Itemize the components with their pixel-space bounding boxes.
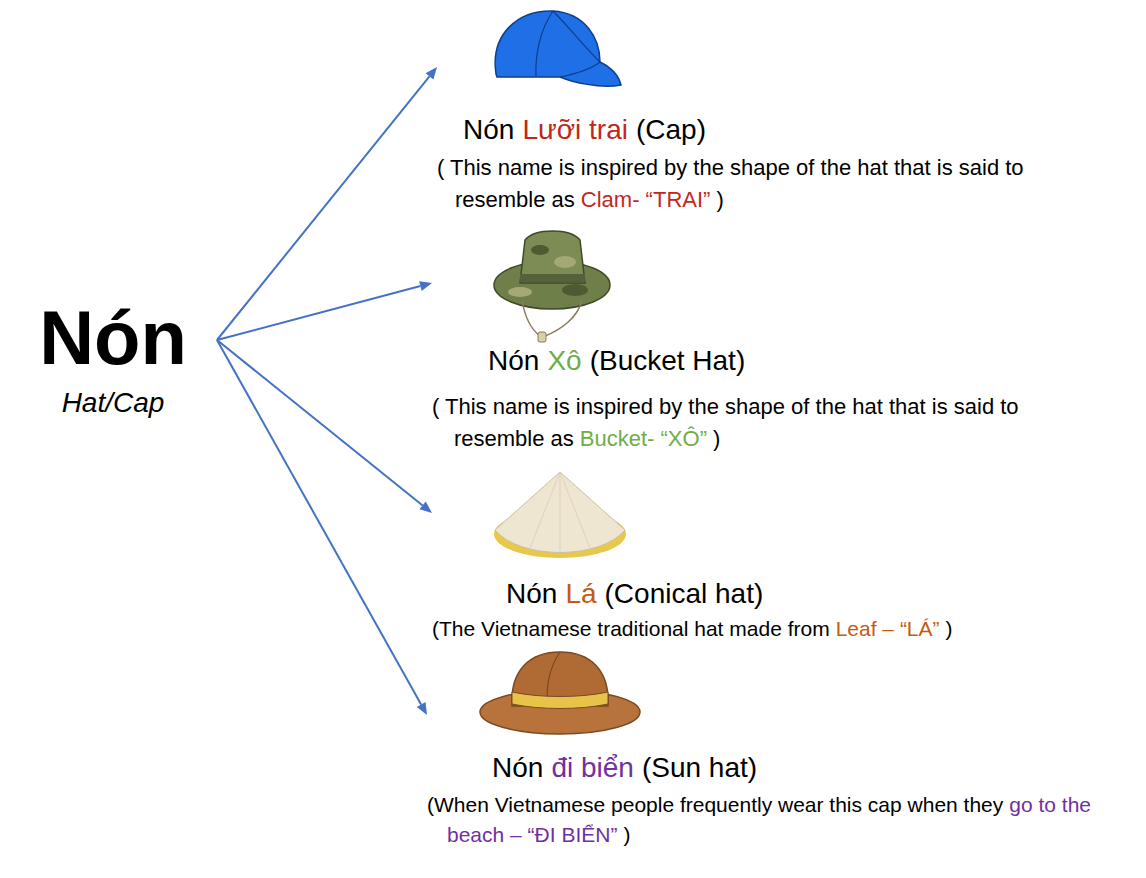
hat-explanation: ( This name is inspired by the shape of … bbox=[432, 391, 1082, 455]
cap-seam bbox=[536, 11, 553, 76]
connector-arrow bbox=[217, 340, 432, 513]
connector-line bbox=[217, 286, 420, 340]
camo-spot bbox=[531, 245, 549, 255]
english-name: (Cap) bbox=[636, 114, 706, 145]
term-translation: Hat/Cap bbox=[28, 386, 198, 420]
chin-string bbox=[522, 300, 582, 336]
explanation-text: (When Vietnamese people frequently wear … bbox=[427, 793, 1003, 816]
hat-entry: Nón Lưỡi trai (Cap) ( This name is inspired… bbox=[437, 40, 1087, 216]
arrow-head bbox=[417, 702, 427, 715]
hat-word: Nón bbox=[463, 114, 514, 145]
hat-title-line: Nón Lá (Conical hat) bbox=[432, 576, 1146, 612]
meaning-highlight: Bucket- “XÔ” bbox=[580, 426, 707, 451]
hat-title-line: Nón đi biển (Sun hat) bbox=[427, 750, 1127, 786]
hat-title-line: Nón Lưỡi trai (Cap) bbox=[437, 112, 1087, 148]
bucket-crown bbox=[520, 231, 585, 283]
cap-seam bbox=[553, 11, 600, 62]
vietnamese-keyword: Lưỡi trai bbox=[522, 114, 628, 145]
camo-spot bbox=[554, 256, 576, 268]
hat-entry: Nón Xô (Bucket Hat) ( This name is inspired… bbox=[432, 255, 1092, 455]
explanation-text: ) bbox=[946, 617, 953, 640]
explanation-text: ) bbox=[623, 823, 630, 846]
sun-hat-brim bbox=[480, 690, 640, 734]
arrow-head bbox=[426, 67, 437, 79]
explanation-text: ) bbox=[713, 426, 720, 451]
explanation-text: (The Vietnamese traditional hat made fro… bbox=[432, 617, 830, 640]
english-name: (Conical hat) bbox=[605, 578, 764, 609]
vietnamese-keyword: Lá bbox=[565, 578, 596, 609]
vietnamese-keyword: Xô bbox=[547, 345, 581, 376]
conical-body bbox=[495, 472, 625, 553]
hat-word: Nón bbox=[488, 345, 539, 376]
sun-hat-band bbox=[512, 692, 608, 709]
cap-bill-edge bbox=[560, 62, 600, 77]
hat-explanation: (When Vietnamese people frequently wear … bbox=[427, 790, 1122, 850]
string-toggle bbox=[538, 332, 546, 342]
camo-spot bbox=[508, 287, 532, 297]
cap-crown bbox=[495, 11, 621, 86]
term-word: Nón bbox=[28, 296, 198, 380]
cap-illustration bbox=[495, 11, 621, 86]
conical-ribs bbox=[530, 472, 590, 552]
hat-entry: Nón Lá (Conical hat) (The Vietnamese tradit… bbox=[432, 490, 1146, 644]
explanation-text: ( This name is inspired by the shape of … bbox=[437, 155, 1024, 212]
hat-entry: Nón đi biển (Sun hat) (When Vietnamese peop… bbox=[427, 690, 1127, 850]
explanation-text: ) bbox=[716, 187, 723, 212]
hat-word: Nón bbox=[506, 578, 557, 609]
arrow-head bbox=[419, 281, 432, 291]
bucket-band bbox=[520, 274, 585, 282]
hat-word: Nón bbox=[492, 752, 543, 783]
hat-title-line: Nón Xô (Bucket Hat) bbox=[432, 343, 1092, 379]
meaning-highlight: Clam- “TRAI” bbox=[581, 187, 711, 212]
connector-arrow bbox=[217, 340, 427, 715]
english-name: (Sun hat) bbox=[642, 752, 757, 783]
connector-line bbox=[217, 340, 423, 505]
explanation-text: ( This name is inspired by the shape of … bbox=[432, 394, 1019, 451]
meaning-highlight: Leaf – “LÁ” bbox=[836, 617, 940, 640]
root-term: NónHat/Cap bbox=[28, 296, 217, 420]
conical-hat-illustration bbox=[494, 472, 626, 558]
connector-arrow bbox=[217, 281, 432, 340]
hat-explanation: (The Vietnamese traditional hat made fro… bbox=[432, 614, 1146, 644]
sun-hat-illustration bbox=[480, 652, 640, 734]
bucket-hat-illustration bbox=[494, 231, 610, 342]
camo-spot bbox=[562, 284, 588, 296]
hat-explanation: ( This name is inspired by the shape of … bbox=[437, 152, 1082, 216]
connector-arrow bbox=[217, 67, 437, 340]
english-name: (Bucket Hat) bbox=[590, 345, 746, 376]
vietnamese-keyword: đi biển bbox=[551, 752, 634, 783]
connector-line bbox=[217, 76, 429, 340]
arrow-head bbox=[420, 502, 432, 513]
connector-line bbox=[217, 340, 421, 705]
